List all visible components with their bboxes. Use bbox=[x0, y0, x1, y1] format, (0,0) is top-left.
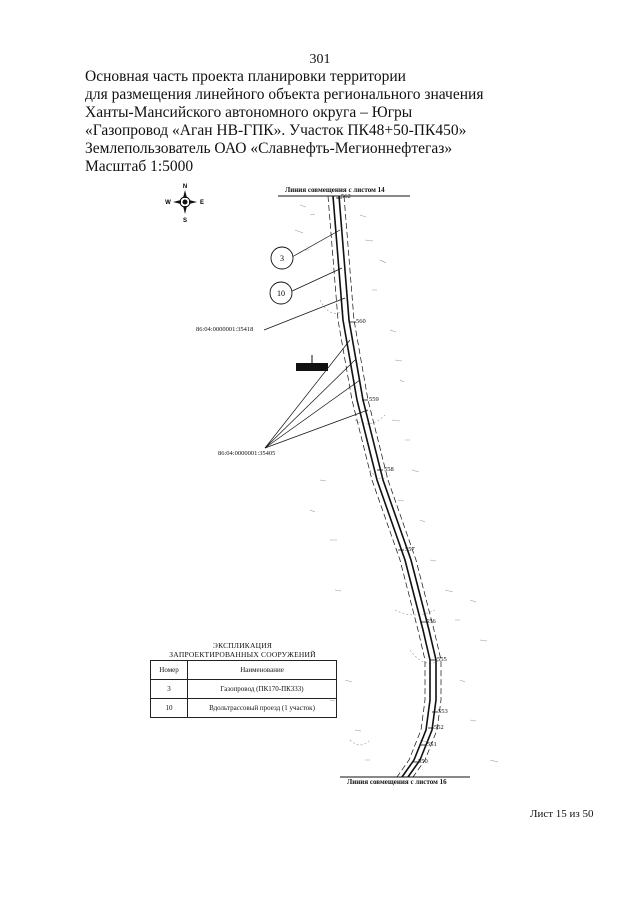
picket-558: 558 bbox=[384, 466, 394, 473]
explication-title-line1: ЭКСПЛИКАЦИЯ bbox=[212, 641, 273, 650]
compass-rose-icon: N S W E bbox=[165, 184, 204, 224]
picket-552: 552 bbox=[434, 724, 444, 731]
picket-555: 555 bbox=[437, 656, 447, 663]
compass-s: S bbox=[183, 218, 187, 224]
explication-table: Номер Наименование 3 Газопровод (ПК170-П… bbox=[150, 660, 337, 718]
picket-559: 559 bbox=[369, 396, 379, 403]
picket-553: 553 bbox=[438, 708, 448, 715]
header-line-4: «Газопровод «Аган НВ-ГПК». Участок ПК48+… bbox=[85, 122, 467, 139]
compass-e: E bbox=[200, 200, 204, 206]
explication-title: ЭКСПЛИКАЦИЯ ЗАПРОЕКТИРОВАННЫХ СООРУЖЕНИЙ bbox=[150, 641, 335, 659]
picket-550: 550 bbox=[418, 758, 428, 765]
picket-560: 560 bbox=[356, 318, 366, 325]
picket-557: 557 bbox=[405, 546, 415, 553]
callout-label-3: 3 bbox=[280, 254, 284, 263]
table-header-row: Номер Наименование bbox=[150, 660, 337, 680]
top-combination-label: Линия совмещения с листом 14 bbox=[285, 186, 385, 194]
compass-w: W bbox=[165, 200, 171, 206]
row-number: 10 bbox=[150, 698, 188, 718]
row-number: 3 bbox=[150, 679, 188, 699]
table-row: 3 Газопровод (ПК170-ПК333) bbox=[150, 679, 337, 699]
sheet-label: Лист 15 из 50 bbox=[530, 808, 594, 820]
parcel-label-35405: 86:04:0000001:35405 bbox=[218, 450, 276, 457]
callout-circle-10 bbox=[269, 281, 293, 305]
header-line-5: Землепользователь ОАО «Славнефть-Мегионн… bbox=[85, 140, 453, 157]
header-number: Номер bbox=[150, 660, 188, 680]
picket-ticks bbox=[336, 197, 438, 763]
compass-n: N bbox=[183, 184, 187, 190]
document-header: Основная часть проекта планировки террит… bbox=[85, 68, 483, 176]
road-line bbox=[338, 195, 437, 778]
table-row: 10 Вдольтрассовый проезд (1 участок) bbox=[150, 698, 337, 718]
page-number: 301 bbox=[309, 52, 331, 67]
header-line-3: Ханты-Мансийского автономного округа – Ю… bbox=[85, 104, 413, 121]
corridor-boundary-right bbox=[343, 195, 442, 778]
explication-title-line2: ЗАПРОЕКТИРОВАННЫХ СООРУЖЕНИЙ bbox=[169, 650, 316, 659]
row-name: Газопровод (ПК170-ПК333) bbox=[187, 679, 337, 699]
corridor-boundary-left bbox=[327, 195, 426, 778]
route-corridor bbox=[327, 195, 442, 778]
callout-circle-3 bbox=[270, 246, 294, 270]
row-name: Вдольтрассовый проезд (1 участок) bbox=[187, 698, 337, 718]
bottom-combination-label: Линия совмещения с листом 16 bbox=[347, 778, 447, 786]
gas-pipeline-line bbox=[332, 195, 431, 778]
parcel-label-35418: 86:04:0000001:35418 bbox=[196, 326, 254, 333]
picket-551: 551 bbox=[427, 741, 437, 748]
callout-leaders bbox=[263, 229, 369, 449]
callout-label-10: 10 bbox=[277, 289, 285, 298]
header-line-2: для размещения линейного объекта региона… bbox=[85, 86, 484, 103]
header-name: Наименование bbox=[187, 660, 337, 680]
header-line-6: Масштаб 1:5000 bbox=[85, 158, 194, 175]
picket-562: 562 bbox=[341, 193, 351, 200]
picket-556: 556 bbox=[426, 618, 436, 625]
header-line-1: Основная часть проекта планировки террит… bbox=[85, 68, 406, 85]
survey-background bbox=[294, 204, 499, 763]
legend-marker bbox=[296, 355, 328, 371]
